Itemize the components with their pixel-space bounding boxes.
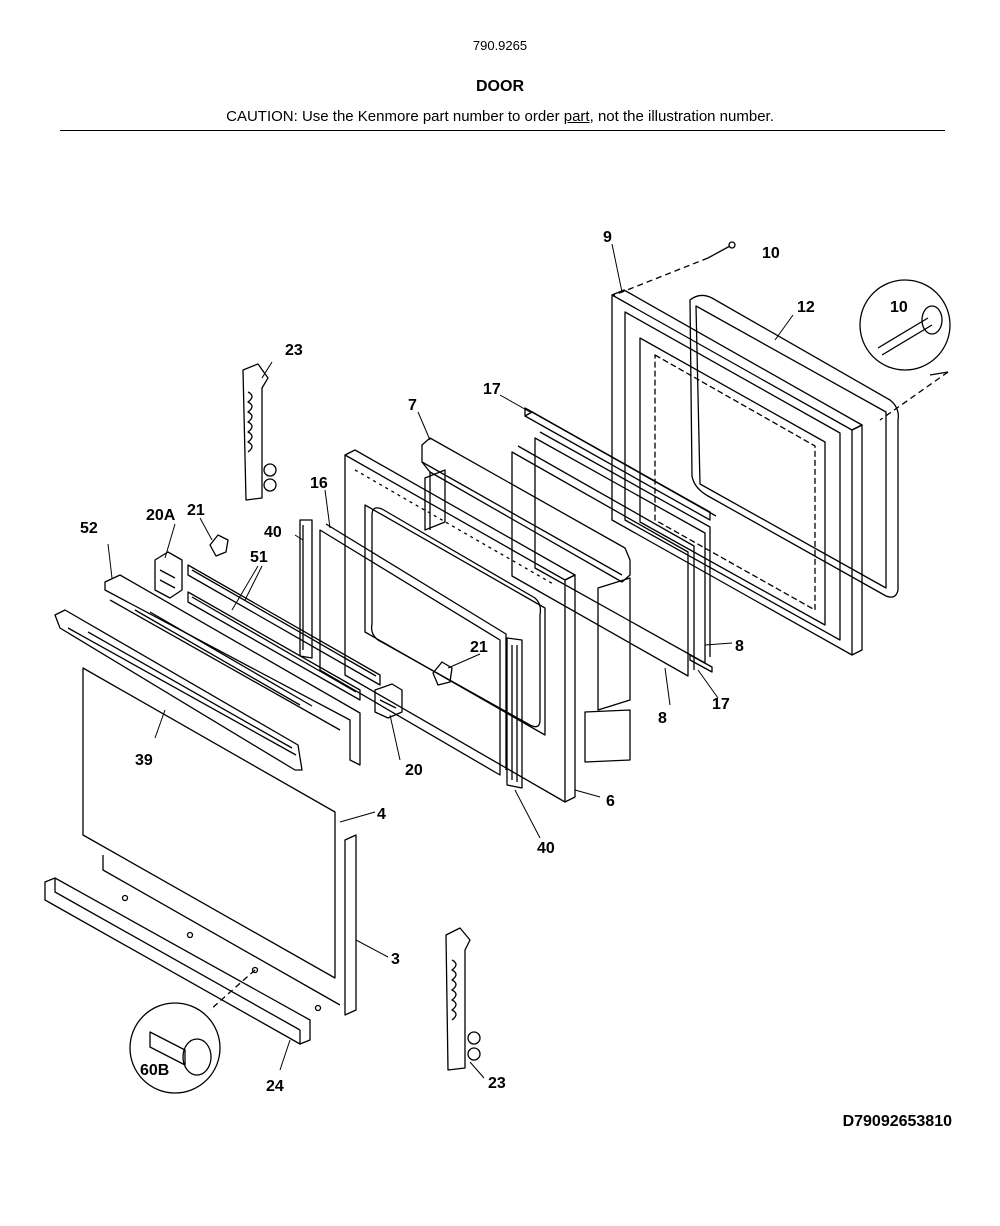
callout-21-top: 21 — [187, 502, 205, 519]
part-23-hinge-top — [242, 363, 277, 501]
part-40-side-channel-left — [299, 519, 313, 659]
part-9-outer-panel — [611, 289, 863, 656]
callout-8-front: 8 — [658, 710, 667, 727]
callout-leaders — [107, 243, 794, 1079]
callout-9: 9 — [603, 229, 612, 246]
callout-60b: 60B — [140, 1062, 169, 1079]
callout-20: 20 — [405, 762, 423, 779]
part-23-hinge-bottom — [445, 927, 481, 1071]
callout-7: 7 — [408, 397, 417, 414]
part-51-vent-channel-lower — [187, 591, 361, 701]
callout-23-bottom: 23 — [488, 1075, 506, 1092]
part-10-screw — [611, 241, 949, 421]
part-12-gasket — [689, 294, 899, 598]
caution-part-link[interactable]: part — [563, 108, 590, 125]
part-3-side-trim — [344, 834, 357, 1016]
callout-20a: 20A — [146, 507, 176, 524]
part-51-vent-channel-upper — [187, 564, 381, 686]
part-7-insulation — [421, 437, 631, 763]
part-8-glass-panel-front — [511, 445, 695, 677]
part-17-retainer-top — [524, 407, 717, 521]
part-21-spacer-top — [209, 534, 229, 557]
callout-16: 16 — [310, 475, 328, 492]
part-39-handle — [54, 609, 303, 771]
caution-note: CAUTION: Use the Kenmore part number to … — [0, 108, 1000, 125]
callout-10: 10 — [762, 245, 780, 262]
part-21-spacer-mid — [432, 661, 453, 686]
callout-23-top: 23 — [285, 342, 303, 359]
callout-39: 39 — [135, 752, 153, 769]
page-title: DOOR — [476, 78, 524, 95]
callout-4: 4 — [377, 806, 386, 823]
callout-52: 52 — [80, 520, 98, 537]
callout-labels: 9 10 10 12 23 17 7 16 20A 21 40 52 51 21… — [80, 229, 908, 1095]
header-divider — [60, 130, 945, 131]
callout-3: 3 — [391, 951, 400, 968]
part-40-side-channel-right — [506, 637, 523, 789]
part-17-retainer-bottom — [689, 654, 713, 673]
part-6-inner-frame — [344, 449, 576, 803]
callout-17-bottom: 17 — [712, 696, 730, 713]
part-16-inner-glass — [319, 523, 507, 776]
model-number: 790.9265 — [472, 38, 528, 53]
callout-40-right: 40 — [537, 840, 555, 857]
part-24-bottom-trim — [44, 877, 322, 1045]
document-id: D79092653810 — [842, 1113, 952, 1130]
callout-12: 12 — [797, 299, 815, 316]
callout-17-top: 17 — [483, 381, 501, 398]
callout-24: 24 — [266, 1078, 284, 1095]
caution-text-post: , not the illustration number. — [589, 108, 774, 125]
part-10-detail-callout — [859, 279, 951, 371]
part-52-top-trim — [104, 574, 361, 766]
part-20-bracket — [374, 683, 403, 719]
part-4-outer-glass — [82, 667, 341, 1006]
callout-51: 51 — [250, 549, 268, 566]
part-8-glass-panel-rear — [534, 431, 711, 664]
callout-10-detail: 10 — [890, 299, 908, 316]
callout-6: 6 — [606, 793, 615, 810]
part-60b-screw-detail — [129, 1002, 221, 1094]
caution-text-pre: CAUTION: Use the Kenmore part number to … — [226, 108, 564, 125]
callout-21-mid: 21 — [470, 639, 488, 656]
callout-8-rear: 8 — [735, 638, 744, 655]
callout-40-left: 40 — [264, 524, 282, 541]
part-20a-bracket — [154, 551, 183, 599]
